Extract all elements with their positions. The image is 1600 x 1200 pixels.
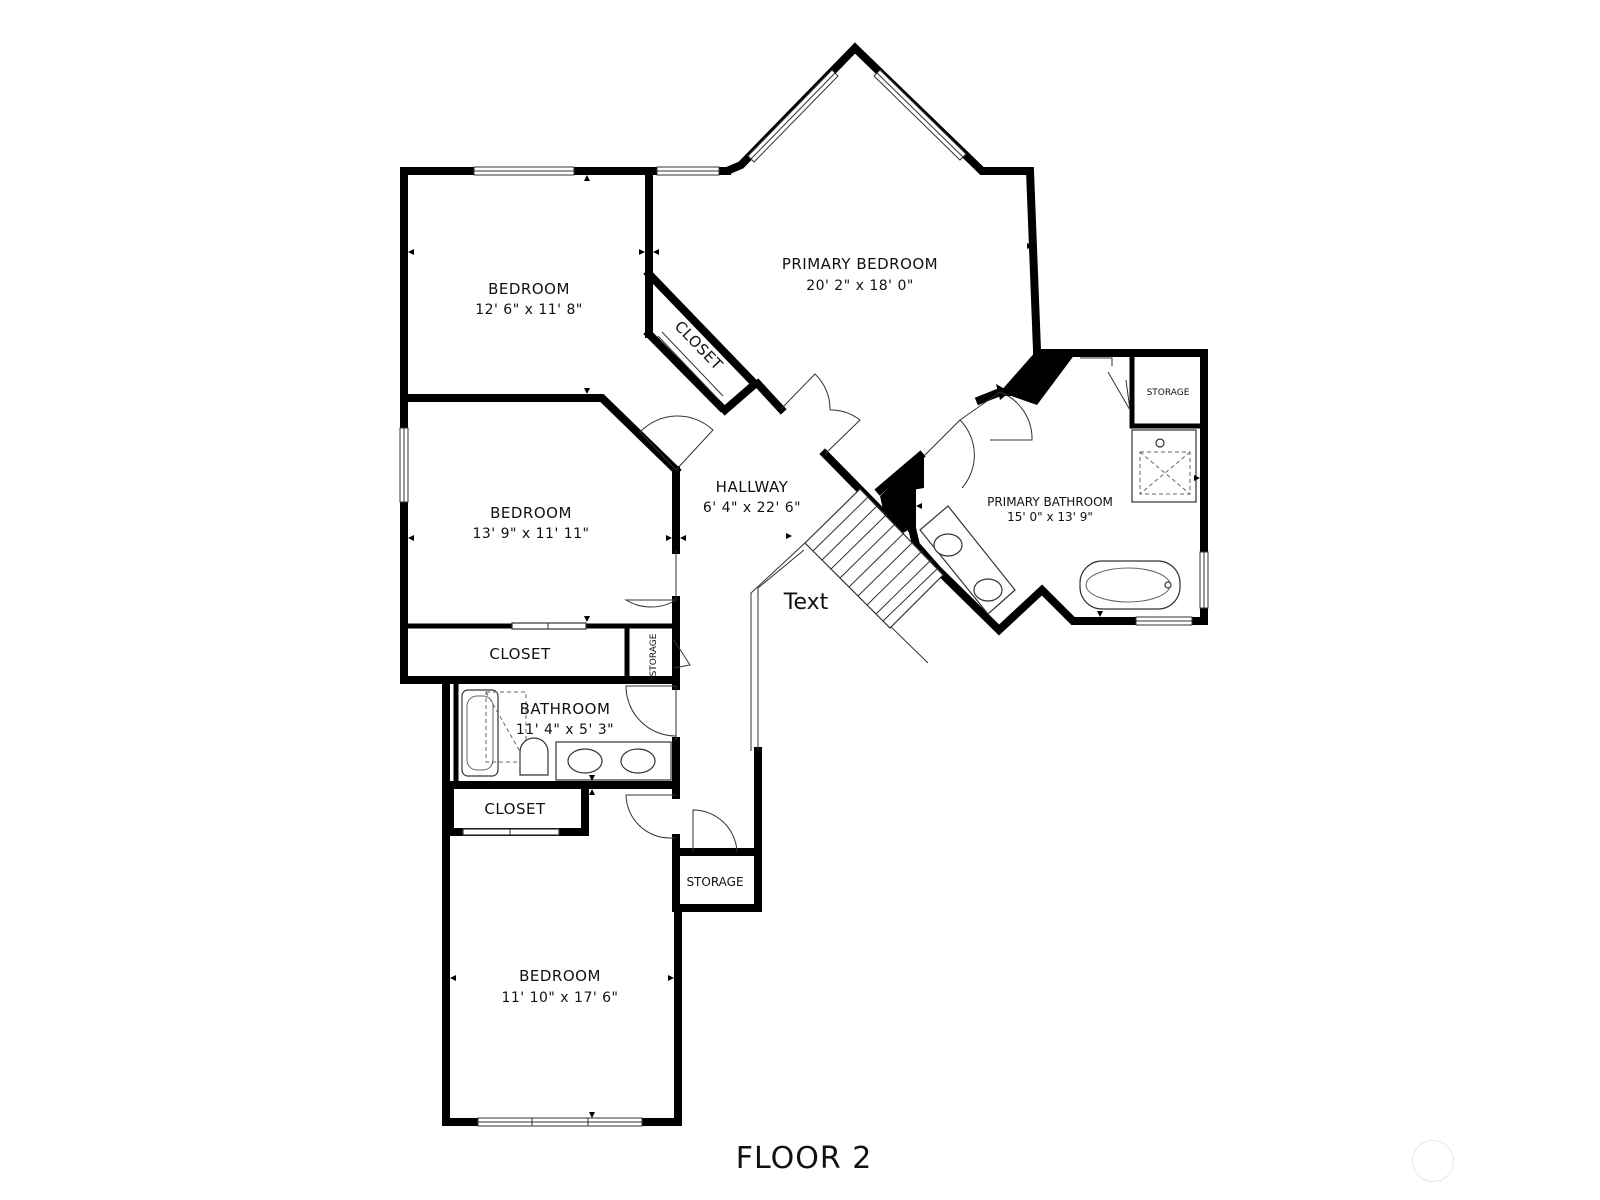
fixtures (461, 429, 1197, 781)
door-bedroom3 (625, 794, 676, 839)
sink-hall-2 (620, 748, 656, 774)
bedroom3-dims: 11' 10" x 17' 6" (501, 990, 618, 1006)
door-bathroom (625, 685, 677, 741)
bathroom-name: BATHROOM (520, 700, 611, 718)
windows (399, 69, 1209, 1127)
door-hall-storage-lower (692, 809, 738, 853)
closet-slider-lower (462, 828, 560, 836)
door-primary-bedroom-2 (824, 409, 861, 455)
toilet-hall (519, 737, 549, 776)
door-primary-bath-storage (1080, 357, 1131, 411)
sink-primary-2 (973, 578, 1003, 602)
primary-bedroom-dims: 20' 2" x 18' 0" (806, 278, 914, 294)
free-text-label: Text (783, 590, 829, 615)
dimension-markers (408, 175, 1200, 1118)
west-outer-wall (400, 167, 762, 1126)
door-primary-bedroom-1 (780, 373, 831, 411)
stairs (804, 488, 944, 629)
labels: PRIMARY BEDROOM 20' 2" x 18' 0" BEDROOM … (472, 255, 1189, 1176)
primary-bedroom-name: PRIMARY BEDROOM (782, 255, 938, 273)
diagonal-closet-lower-wall (643, 328, 727, 413)
primary-bathroom-name: PRIMARY BATHROOM (987, 495, 1113, 509)
wall-chunk-1 (1000, 350, 1078, 405)
wall-chunk-3 (996, 384, 1010, 400)
floor-label: FLOOR 2 (736, 1141, 873, 1176)
bedroom1-south-wall (400, 394, 682, 476)
door-primary-bathroom-2 (959, 391, 1033, 441)
bedroom1-dims: 12' 6" x 11' 8" (475, 302, 583, 318)
door-hall-storage-small (673, 639, 691, 669)
storage-hall-lower-label: STORAGE (686, 875, 743, 889)
bedroom2-dims: 13' 9" x 11' 11" (472, 526, 589, 542)
doors (462, 331, 1131, 853)
closet-slider-middle (511, 622, 587, 630)
primary-bath-nw-wall (874, 450, 926, 496)
primary-bedroom-sw-wall (752, 378, 787, 415)
wall-chunk-2 (880, 454, 924, 540)
door-bedroom2 (624, 550, 677, 608)
sink-hall-1 (567, 748, 603, 774)
watermark-logo (1412, 1140, 1454, 1182)
bathroom-dims: 11' 4" x 5' 3" (516, 722, 614, 738)
shower-area-hall (485, 691, 527, 763)
primary-bath-outer-wall (907, 349, 1208, 636)
bedroom2-name: BEDROOM (490, 504, 572, 522)
closet-slider-diag (657, 335, 720, 401)
sink-primary-1 (933, 533, 963, 557)
door-primary-bathroom (923, 419, 975, 489)
storage-primary-bath-label: STORAGE (1147, 388, 1190, 398)
hallway-name: HALLWAY (716, 478, 789, 496)
closet-middle-label: CLOSET (489, 645, 551, 663)
hallway-east-rail-2 (757, 549, 805, 751)
closet-slider-diag-2 (661, 331, 724, 397)
bedroom1-name: BEDROOM (488, 280, 570, 298)
primary-bathroom-dims: 15' 0" x 13' 9" (1007, 510, 1093, 524)
stair-outline (804, 488, 944, 629)
closet-lower-label: CLOSET (484, 800, 546, 818)
hallway-dims: 6' 4" x 22' 6" (703, 500, 801, 516)
door-bedroom1 (639, 415, 714, 471)
storage-hall-small-label: STORAGE (649, 633, 659, 676)
bedroom3-name: BEDROOM (519, 967, 601, 985)
